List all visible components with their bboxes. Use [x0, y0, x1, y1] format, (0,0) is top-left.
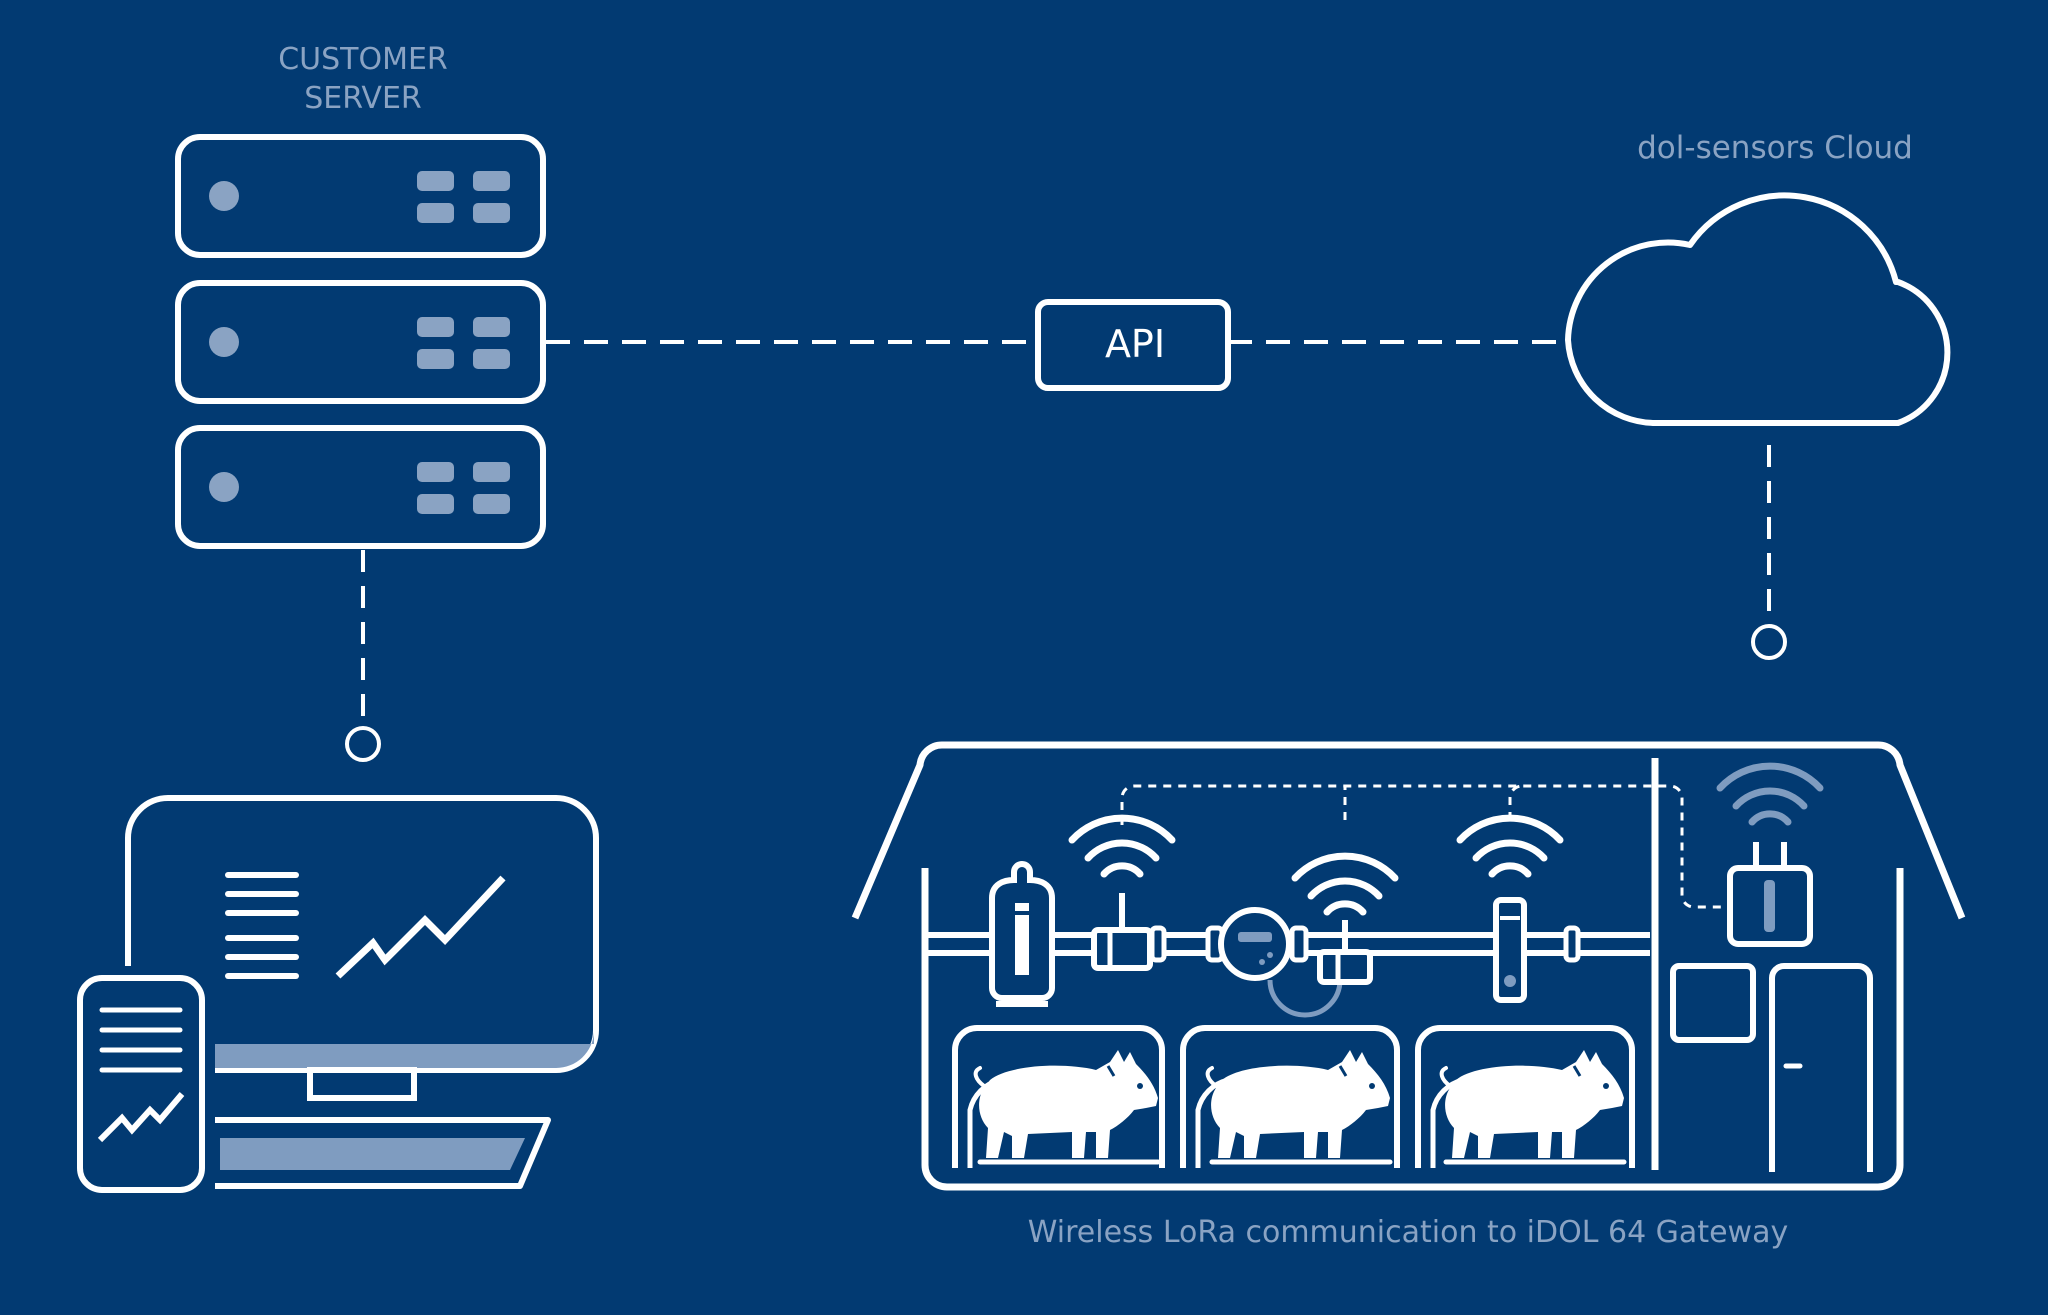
- sensor-wiring: [1120, 784, 1725, 909]
- barn-caption: Wireless LoRa communication to iDOL 64 G…: [1028, 1215, 1788, 1250]
- wifi-signal-icon-gateway: [1720, 766, 1820, 822]
- pig-pen-3: [1415, 1025, 1635, 1168]
- cloud-label: dol-sensors Cloud: [1637, 130, 1913, 166]
- desktop-and-phone-icon: [77, 795, 599, 1193]
- wifi-signal-icon-2: [1295, 856, 1395, 912]
- pig-icon: [1208, 1050, 1390, 1162]
- pressure-sensor-icon: [1493, 897, 1581, 1003]
- pig-pen-2: [1180, 1025, 1400, 1168]
- valve-sensor-icon: [1091, 893, 1167, 971]
- pig-pen-1: [952, 1025, 1165, 1168]
- api-box: API: [1035, 299, 1231, 391]
- door-icon: [1769, 963, 1873, 1172]
- wifi-signal-icon-3: [1460, 818, 1560, 874]
- phone-icon: [77, 975, 205, 1193]
- server-rack-icon: [178, 137, 543, 546]
- api-label: API: [1105, 322, 1165, 366]
- medicator-icon: [989, 861, 1055, 1007]
- pig-barn-icon: [851, 741, 1966, 1191]
- server-label-line1: CUSTOMER: [278, 42, 448, 77]
- water-meter-icon: [1205, 907, 1343, 1018]
- pig-icon: [1442, 1050, 1624, 1162]
- window-icon: [1670, 963, 1756, 1043]
- gateway-icon: [1727, 842, 1813, 947]
- server-label-line2: SERVER: [304, 81, 422, 116]
- pig-icon: [976, 1050, 1158, 1162]
- cloud-to-barn-connector: [1751, 445, 1787, 660]
- cloud-icon: [1565, 192, 1951, 426]
- flow-sensor-icon: [1317, 920, 1373, 985]
- wifi-signal-icon-1: [1072, 818, 1172, 874]
- monitor-icon: [125, 795, 599, 1189]
- server-to-devices-connector: [345, 550, 381, 762]
